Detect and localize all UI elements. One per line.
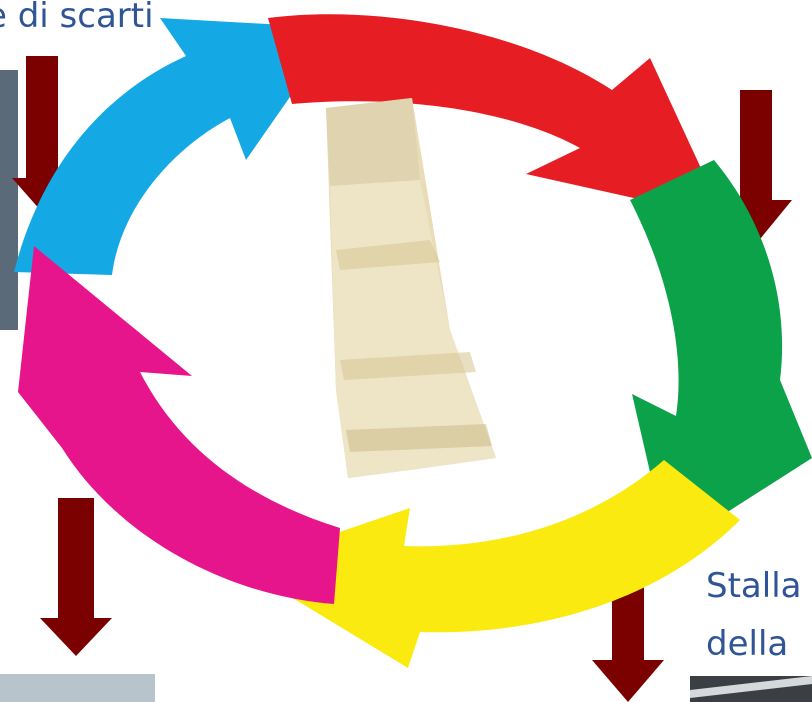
label-bottom-right-line1: Stalla xyxy=(706,566,801,606)
photo-bottom-left xyxy=(0,674,155,702)
parmesan-cheese-image xyxy=(326,98,496,478)
photo-left-edge xyxy=(0,70,18,330)
label-bottom-right-line2: della xyxy=(706,624,788,664)
down-arrow-bottom-left xyxy=(40,498,112,656)
label-top-left: e di scarti xyxy=(0,0,154,36)
